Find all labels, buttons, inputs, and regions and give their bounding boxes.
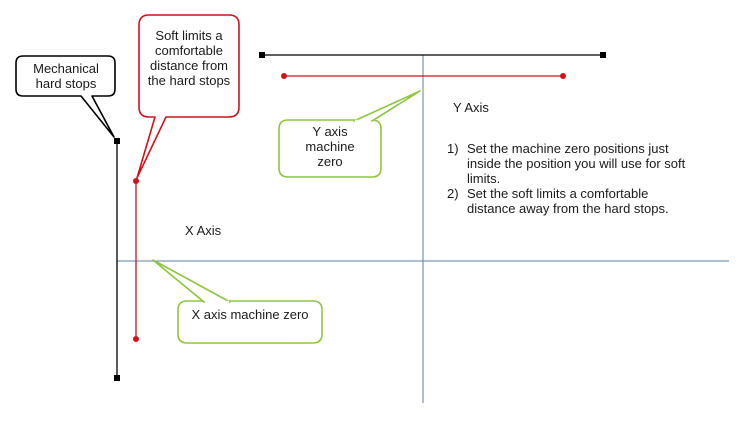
y-zero-callout-pointer [353, 90, 421, 122]
soft-limits-callout-text: Soft limits a comfortable distance from … [147, 28, 231, 88]
x-hard-stop-top [114, 138, 120, 144]
instruction-step-1: 1) Set the machine zero positions just i… [447, 141, 686, 186]
x-zero-callout-bubble [177, 300, 323, 344]
x-soft-limit-top [133, 178, 139, 184]
instruction-step-2: 2) Set the soft limits a comfortable dis… [447, 186, 669, 216]
y-soft-limit-right [560, 73, 566, 79]
instruction-list: 1) Set the machine zero positions just i… [447, 141, 697, 216]
y-hard-stop-left [259, 52, 265, 58]
y-zero-callout-bubble [278, 119, 382, 178]
soft-limits-callout-bubble [136, 14, 240, 179]
x-axis-label: X Axis [185, 223, 222, 238]
x-zero-callout-text: X axis machine zero [191, 307, 309, 322]
mechanical-callout-text: Mechanical hard stops [33, 61, 99, 91]
mechanical-callout-bubble [15, 55, 116, 138]
y-zero-callout-text: Y axis machine zero [305, 124, 355, 169]
x-zero-callout-pointer [152, 259, 231, 303]
x-hard-stop-bottom [114, 375, 120, 381]
y-hard-stop-right [600, 52, 606, 58]
x-soft-limit-bottom [133, 336, 139, 342]
y-axis-label: Y Axis [453, 100, 489, 115]
y-soft-limit-left [281, 73, 287, 79]
